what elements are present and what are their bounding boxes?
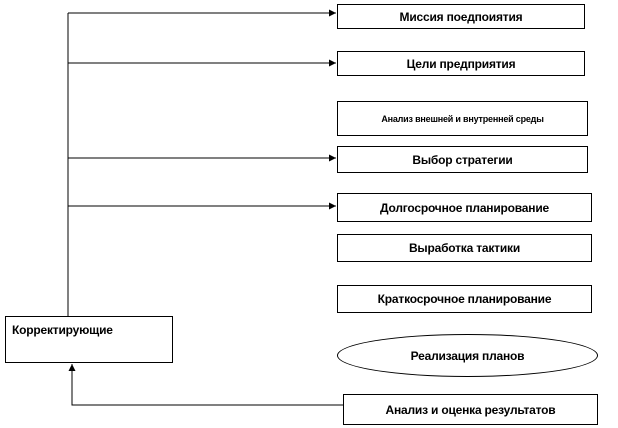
corrective-box: Корректирующие: [5, 316, 173, 363]
step-tactics: Выработка тактики: [337, 234, 592, 262]
step-strategy-choice: Выбор стратегии: [337, 146, 588, 173]
step-short-term-planning: Краткосрочное планирование: [337, 285, 592, 313]
arrow-results-to-corrective: [68, 364, 343, 406]
step-goals: Цели предприятия: [337, 51, 585, 76]
step-environment-analysis: Анализ внешней и внутренней среды: [337, 101, 588, 136]
step-long-term-planning: Долгосрочное планирование: [337, 193, 592, 222]
step-mission: Миссия поедпоиятия: [337, 4, 585, 29]
step-results-analysis: Анализ и оценка результатов: [343, 394, 598, 425]
step-plan-implementation: Реализация планов: [337, 334, 598, 377]
